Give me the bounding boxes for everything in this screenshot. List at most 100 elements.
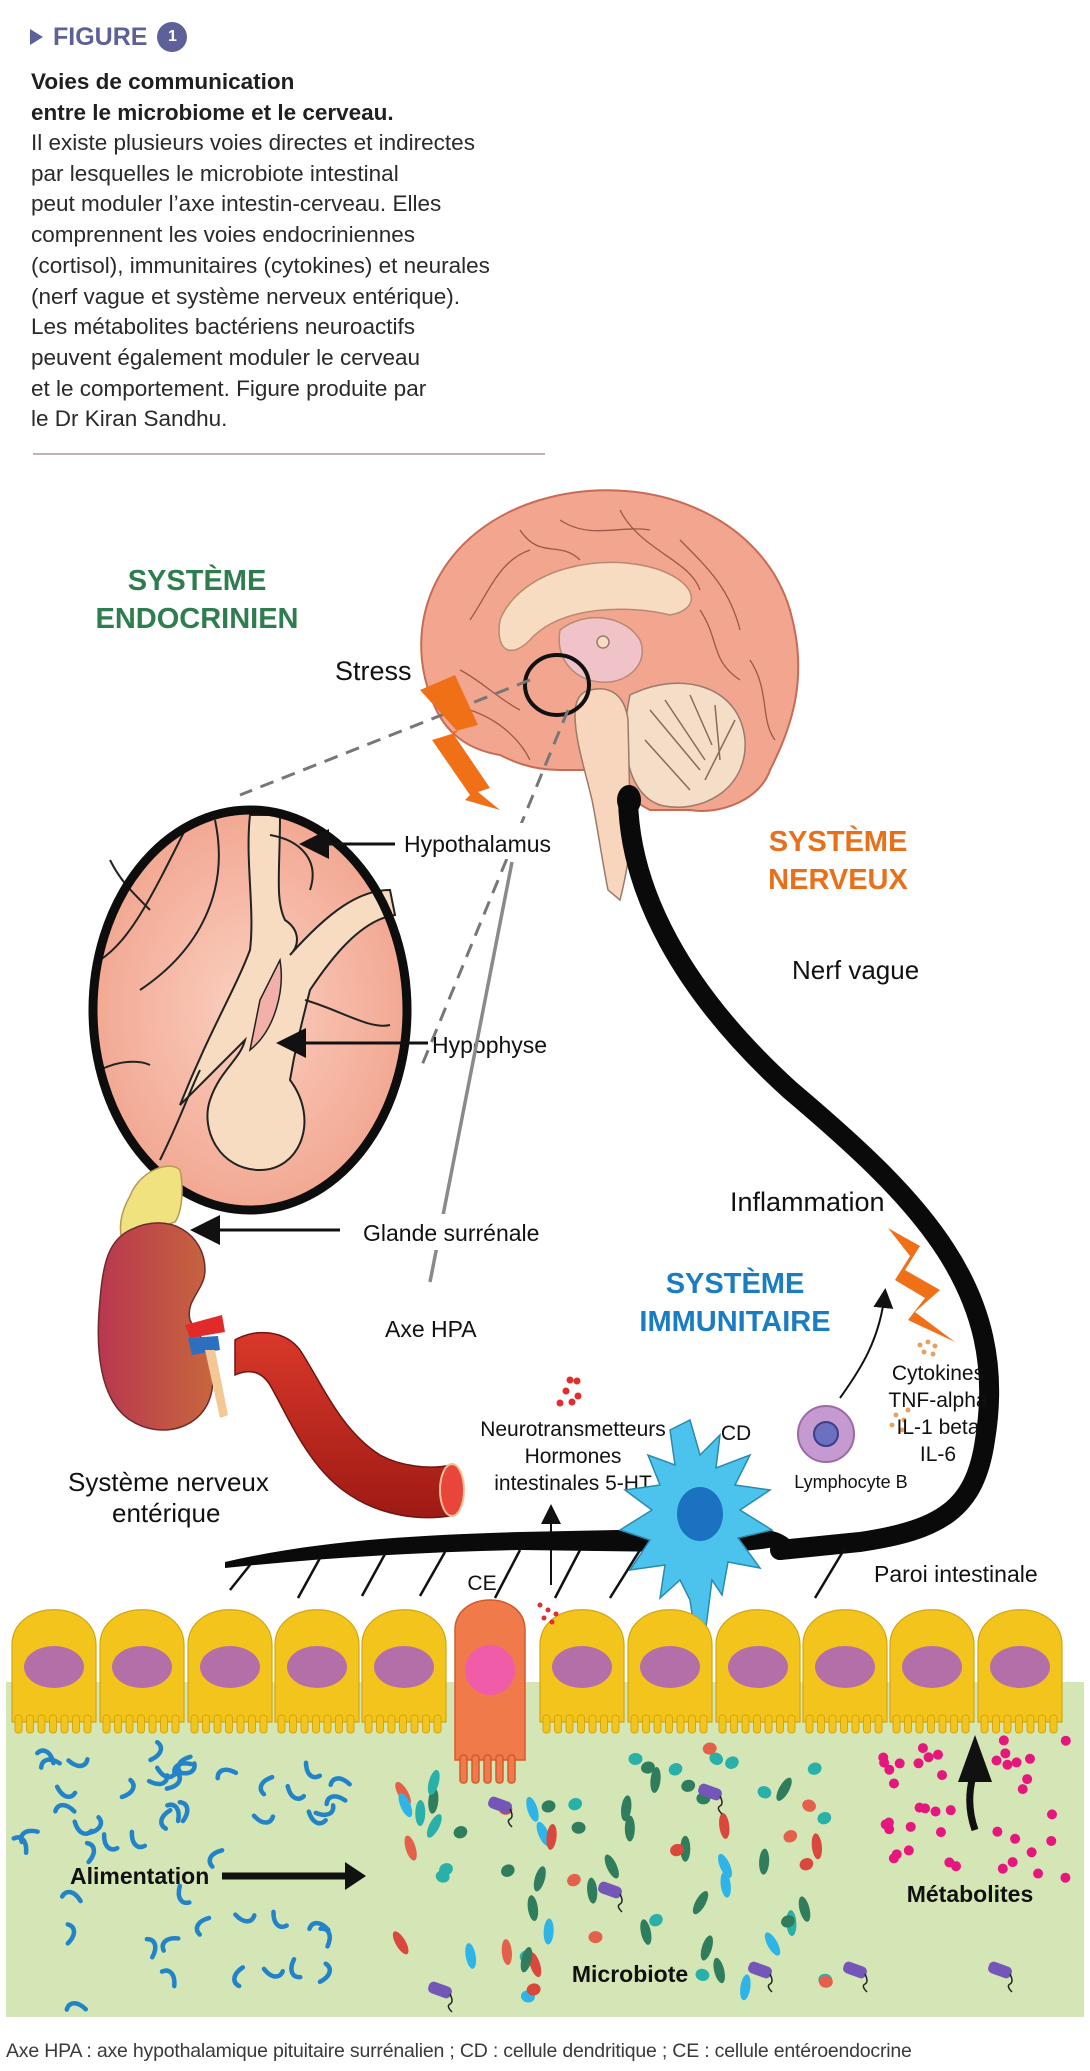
caption-line: peuvent également moduler le cerveau [31, 344, 420, 370]
bacterium [680, 1835, 691, 1862]
flagellated-bacterium [698, 1783, 723, 1815]
bacterium [702, 1742, 717, 1755]
bacterium [404, 1835, 417, 1861]
bacterium [520, 1946, 533, 1973]
label-bg [400, 823, 570, 859]
bacterium [668, 1763, 683, 1776]
bacterium [817, 1812, 832, 1825]
bacterium [695, 1968, 710, 1981]
cell-nucleus [374, 1646, 434, 1688]
figure-number-badge: 1 [157, 22, 188, 52]
label-immune-2: IMMUNITAIRE [639, 1306, 830, 1338]
bacterium [526, 1796, 539, 1822]
metabolite-dot [951, 1861, 962, 1872]
triangle-bullet-icon [30, 29, 43, 45]
metabolite-dot [991, 1755, 1002, 1766]
label-glande: Glande surrénale [363, 1220, 539, 1246]
bacterium [621, 1795, 632, 1822]
metabolite-dot [1060, 1872, 1071, 1883]
curved-bacterium [144, 1936, 158, 1960]
cell-nucleus [552, 1646, 612, 1688]
enteroendocrine-cell [454, 1599, 526, 1784]
bacterium [640, 1919, 652, 1945]
brainstem [574, 688, 632, 902]
bacterium [670, 1843, 684, 1857]
metabolite-dot [1007, 1857, 1018, 1868]
curved-bacterium [233, 1912, 257, 1924]
label-alimentation: Alimentation [70, 1863, 209, 1889]
curved-bacterium [207, 1848, 225, 1869]
epithelial-cell [889, 1609, 975, 1734]
curved-bacterium [101, 1832, 120, 1852]
bacterium [465, 1943, 477, 1969]
bacterium [764, 1932, 781, 1956]
pituitary-stalk [179, 814, 397, 1172]
bacterium [759, 1848, 770, 1875]
alimentation-arrow-head-icon [345, 1862, 366, 1890]
bacterium [818, 1975, 833, 1988]
epithelial-cell [977, 1609, 1063, 1734]
label-ce: CE [467, 1572, 496, 1595]
curved-bacterium [285, 1783, 307, 1801]
figure-header: FIGURE 1 [30, 22, 188, 52]
bacterium [799, 1858, 814, 1871]
curved-bacterium [289, 1956, 303, 1980]
kidney [97, 1222, 214, 1431]
bacterium [681, 1779, 696, 1792]
label-lymphocyte: Lymphocyte B [794, 1472, 907, 1492]
neurotransmitter-dots [556, 1376, 582, 1407]
curved-bacterium [232, 1965, 246, 1989]
bacterium [709, 1752, 723, 1765]
curved-bacterium [328, 1776, 352, 1788]
flagellated-bacterium [428, 1981, 453, 2013]
metabolite-dot [1046, 1809, 1057, 1820]
metabolite-arrow-head-icon [958, 1735, 992, 1782]
bacterium [725, 1756, 739, 1769]
label-nervous-2: NERVEUX [768, 864, 908, 896]
label-sne-2: entérique [112, 1498, 220, 1528]
metabolite-dot [917, 1743, 928, 1754]
metabolite-dot [894, 1758, 905, 1769]
curved-bacterium [177, 1800, 190, 1824]
bacterium [588, 1931, 603, 1944]
curved-bacterium [307, 1920, 331, 1933]
epithelial-cell [274, 1609, 360, 1734]
label-hypothalamus: Hypothalamus [404, 831, 551, 857]
label-neuro-3: intestinales 5-HT [494, 1472, 652, 1495]
caption-title-line: entre le microbiome et le cerveau. [31, 100, 394, 125]
cell-nucleus [902, 1646, 962, 1688]
hypothalamus-highlight-circle [523, 653, 591, 717]
caption-title-line: Voies de communication [31, 69, 295, 94]
bacterium [757, 1786, 772, 1799]
curved-bacterium [119, 1777, 136, 1800]
hpa-axis-line [428, 861, 514, 1283]
bacterium [802, 1799, 816, 1812]
epithelial-cell [187, 1609, 273, 1734]
metabolite-dot [905, 1821, 916, 1832]
secretion-dots [537, 1602, 559, 1625]
curved-bacterium [65, 1922, 77, 1946]
bacterium [543, 1918, 554, 1945]
bacterium [415, 1800, 426, 1827]
curved-bacterium [251, 1813, 276, 1825]
kidney-illustration [97, 1165, 465, 1519]
dendritic-cell-nucleus [677, 1487, 723, 1541]
cytokine-arrow [839, 1288, 894, 1399]
cell-nucleus [640, 1646, 700, 1688]
bacterium [628, 1752, 643, 1765]
curved-bacterium [11, 1835, 29, 1856]
metabolite-dot [1026, 1847, 1037, 1858]
curved-bacterium [313, 1803, 336, 1818]
metabolite-dot [914, 1802, 925, 1813]
bacterium [501, 1864, 515, 1877]
cell-nucleus [990, 1646, 1050, 1688]
curved-bacterium [258, 1774, 275, 1797]
label-nerf-vague: Nerf vague [792, 955, 919, 985]
curved-bacterium [53, 1802, 77, 1814]
cell-nucleus [112, 1646, 172, 1688]
metabolite-dot [1010, 1833, 1021, 1844]
metabolite-dot [1060, 1735, 1071, 1746]
metabolite-dot [903, 1845, 914, 1856]
intestinal-epithelium [11, 1609, 1063, 1734]
cell-nucleus [200, 1646, 260, 1688]
